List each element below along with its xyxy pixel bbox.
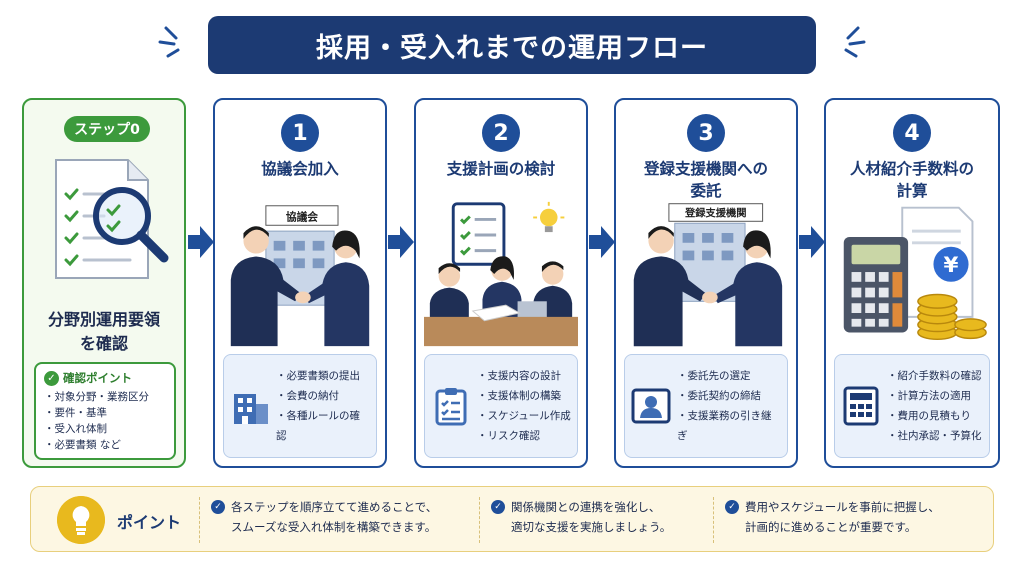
list-item: 支援体制の構築 xyxy=(477,386,571,406)
list-item: 社内承認・予算化 xyxy=(887,426,982,446)
check-circle-icon: ✓ xyxy=(211,500,225,514)
step1-tasks-box: 必要書類の提出 会費の納付 各種ルールの確認 xyxy=(223,354,377,458)
divider xyxy=(479,497,480,543)
calculator-icon xyxy=(843,386,879,426)
sparkle-lines-right-icon xyxy=(844,26,866,58)
list-item: スケジュール作成 xyxy=(477,406,571,426)
clipboard-icon xyxy=(435,388,467,426)
check-points-heading: 確認ポイント xyxy=(63,371,132,385)
check-circle-icon: ✓ xyxy=(491,500,505,514)
step2-card: 2 支援計画の検討 支援内容の設計 支援体制の構築 xyxy=(414,98,588,468)
list-item: 必要書類の提出 xyxy=(276,366,370,386)
list-item: 紹介手数料の確認 xyxy=(887,366,982,386)
check-points-list: 対象分野・業務区分 要件・基準 受入れ体制 必要書類 など xyxy=(44,389,166,453)
step-number: 1 xyxy=(281,114,319,152)
step2-tasks-box: 支援内容の設計 支援体制の構築 スケジュール作成 リスク確認 xyxy=(424,354,578,458)
arrow-right-icon xyxy=(589,226,615,258)
step-number: 3 xyxy=(687,114,725,152)
point-item: ✓ 費用やスケジュールを事前に把握し、 計画的に進めることが重要です。 xyxy=(725,497,940,537)
list-item: 委託先の選定 xyxy=(677,366,781,386)
calculator-coins-illustration: ¥ xyxy=(834,200,990,348)
arrow-right-icon xyxy=(188,226,214,258)
yen-icon: ¥ xyxy=(944,253,959,278)
step0-title: 分野別運用要領 を確認 xyxy=(47,310,160,353)
arrow-right-icon xyxy=(388,226,414,258)
check-points-box: ✓ 確認ポイント 対象分野・業務区分 要件・基準 受入れ体制 必要書類 など xyxy=(34,362,176,460)
list-item: 各種ルールの確認 xyxy=(276,406,370,446)
point-item: ✓ 各ステップを順序立てて進めることで、 スムーズな受入れ体制を構築できます。 xyxy=(211,497,437,537)
step3-tasks-box: 委託先の選定 委託契約の締結 支援業務の引き継ぎ xyxy=(624,354,788,458)
list-item: 受入れ体制 xyxy=(44,421,166,437)
step0-badge: ステップ0 xyxy=(64,116,150,142)
step4-card: 4 人材紹介手数料の 計算 ¥ xyxy=(824,98,1000,468)
meeting-illustration xyxy=(424,200,578,348)
point-item: ✓ 関係機関との連携を強化し、 適切な支援を実施しましょう。 xyxy=(491,497,671,537)
list-item: 必要書類 など xyxy=(44,437,166,453)
person-card-icon xyxy=(631,388,671,424)
step0-card: ステップ0 分野別運用要領 を確認 ✓ 確認ポイント 対象分野・業務区分 要件・… xyxy=(22,98,186,468)
step3-card: 3 登録支援機関への 委託 登録支援機関 委託先の選定 委託契約の締結 支援業務… xyxy=(614,98,798,468)
list-item: 支援業務の引き継ぎ xyxy=(677,406,781,446)
step-number: 2 xyxy=(482,114,520,152)
list-item: 費用の見積もり xyxy=(887,406,982,426)
sparkle-lines-left-icon xyxy=(158,26,180,58)
step-title: 支援計画の検討 xyxy=(446,160,556,178)
list-item: 対象分野・業務区分 xyxy=(44,389,166,405)
list-item: 支援内容の設計 xyxy=(477,366,571,386)
lightbulb-icon xyxy=(57,496,105,544)
divider xyxy=(713,497,714,543)
building-sign: 登録支援機関 xyxy=(684,206,747,219)
divider xyxy=(199,497,200,543)
list-item: 計算方法の適用 xyxy=(887,386,982,406)
handshake-illustration: 協議会 xyxy=(223,200,377,348)
step-title: 協議会加入 xyxy=(261,160,339,178)
page-title: 採用・受入れまでの運用フロー xyxy=(208,16,816,74)
building-icon xyxy=(234,394,268,424)
check-circle-icon: ✓ xyxy=(725,500,739,514)
step1-card: 1 協議会加入 協議会 必要書類の提出 会費の納付 各種ルールの確認 xyxy=(213,98,387,468)
list-item: リスク確認 xyxy=(477,426,571,446)
step-title: 人材紹介手数料の 計算 xyxy=(849,160,974,200)
list-item: 要件・基準 xyxy=(44,405,166,421)
document-magnifier-icon xyxy=(55,159,169,279)
point-label: ポイント xyxy=(117,513,182,532)
building-sign: 協議会 xyxy=(286,210,318,223)
arrow-right-icon xyxy=(799,226,825,258)
list-item: 会費の納付 xyxy=(276,386,370,406)
step4-tasks-box: 紹介手数料の確認 計算方法の適用 費用の見積もり 社内承認・予算化 xyxy=(834,354,990,458)
point-bar: ポイント ✓ 各ステップを順序立てて進めることで、 スムーズな受入れ体制を構築で… xyxy=(30,486,994,552)
handshake-illustration: 登録支援機関 xyxy=(624,200,788,348)
step-title: 登録支援機関への 委託 xyxy=(643,160,768,200)
list-item: 委託契約の締結 xyxy=(677,386,781,406)
check-circle-icon: ✓ xyxy=(44,370,59,386)
step-number: 4 xyxy=(893,114,931,152)
